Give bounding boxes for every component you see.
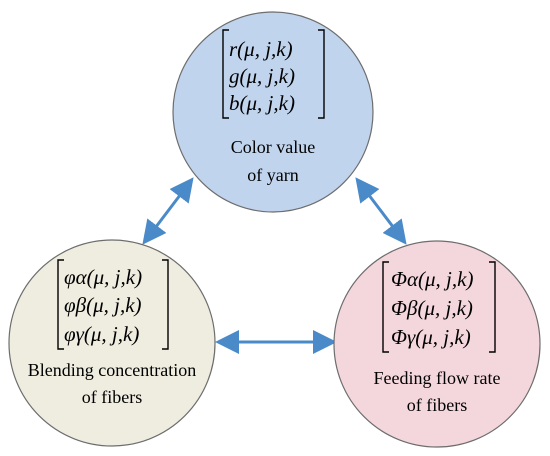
node-feeding-flow-rate: Φα(μ, j,k) Φβ(μ, j,k) Φγ(μ, j,k) Feeding… bbox=[333, 240, 541, 448]
matrix-bracket-left bbox=[382, 261, 389, 353]
matrix-entry-phi-alpha: φα(μ, j,k) bbox=[64, 265, 142, 289]
node-label-line: Color value bbox=[231, 137, 315, 157]
node-label-line: Feeding flow rate bbox=[374, 368, 501, 388]
matrix-entry-r: r(μ, j,k) bbox=[229, 37, 293, 61]
node-color-value: r(μ, j,k) g(μ, j,k) b(μ, j,k) Color valu… bbox=[172, 11, 374, 213]
matrix-entry-b: b(μ, j,k) bbox=[229, 91, 295, 115]
matrix-entry-Phi-alpha: Φα(μ, j,k) bbox=[391, 267, 473, 291]
arrow-top-left bbox=[142, 177, 194, 245]
matrix-bracket-right bbox=[489, 261, 496, 353]
matrix-bracket-right bbox=[318, 29, 325, 119]
matrix-bracket-left bbox=[57, 259, 64, 350]
matrix-entry-Phi-beta: Φβ(μ, j,k) bbox=[391, 296, 473, 320]
node-label-line: of fibers bbox=[82, 387, 142, 407]
matrix-entry-Phi-gamma: Φγ(μ, j,k) bbox=[391, 325, 471, 349]
matrix-bracket-right bbox=[162, 259, 169, 350]
arrow-top-right bbox=[355, 177, 407, 245]
node-circle-right bbox=[333, 240, 541, 448]
matrix-entry-phi-gamma: φγ(μ, j,k) bbox=[64, 322, 139, 346]
node-circle-left bbox=[8, 239, 216, 447]
matrix-entry-g: g(μ, j,k) bbox=[229, 64, 295, 88]
node-label-line: of yarn bbox=[247, 165, 298, 185]
node-label-line: of fibers bbox=[407, 395, 467, 415]
matrix-bracket-left bbox=[222, 29, 229, 119]
matrix-entry-phi-beta: φβ(μ, j,k) bbox=[64, 293, 142, 317]
node-blending-concentration: φα(μ, j,k) φβ(μ, j,k) φγ(μ, j,k) Blendin… bbox=[8, 239, 216, 447]
node-label-line: Blending concentration bbox=[28, 360, 196, 380]
